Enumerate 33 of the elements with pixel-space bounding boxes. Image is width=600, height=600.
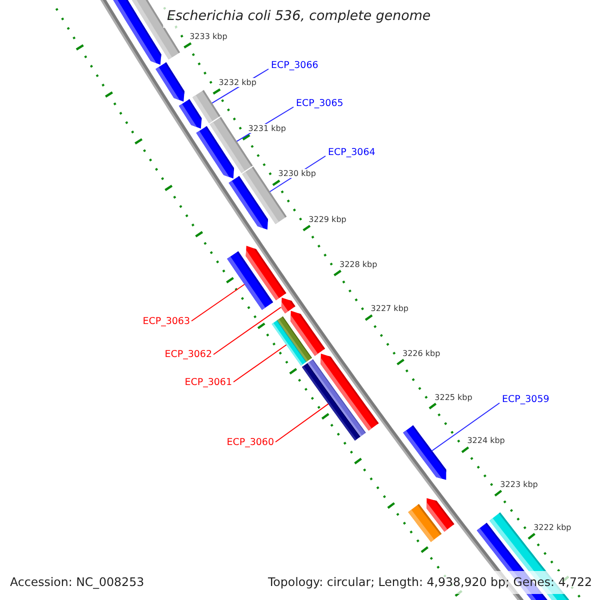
gene-bar: [227, 251, 274, 310]
leader-line: [432, 402, 500, 452]
tick-label: 3231 kbp: [248, 124, 286, 133]
tick-label: 3229 kbp: [308, 214, 346, 224]
gene-bar: [301, 359, 366, 441]
leader-line: [275, 403, 329, 442]
tick-label: 3222 kbp: [534, 522, 572, 532]
tick-label: 3233 kbp: [190, 32, 228, 41]
tick-label: 3227 kbp: [370, 304, 408, 314]
gene-label: ECP_3064: [328, 146, 376, 158]
tick-label: 3224 kbp: [467, 436, 505, 446]
gene-label: ECP_3065: [296, 98, 344, 108]
tick-label: 3232 kbp: [218, 78, 256, 87]
gene-bar: [408, 503, 442, 543]
gene-label: ECP_3060: [226, 436, 274, 448]
gene-label: ECP_3063: [142, 316, 190, 326]
tick-label: 3228 kbp: [340, 260, 378, 269]
gene-bar: [271, 316, 312, 366]
leader-line: [233, 344, 287, 382]
tick-label: 3230 kbp: [278, 169, 316, 178]
gene-bar: [192, 90, 221, 124]
tick-label: 3225 kbp: [434, 392, 472, 402]
gene-label: ECP_3066: [271, 60, 318, 70]
leader-line: [191, 284, 245, 322]
tick-label: 3226 kbp: [402, 348, 440, 358]
leader-line: [213, 306, 282, 355]
gene-label: ECP_3062: [164, 349, 212, 360]
gene-label: ECP_3059: [502, 394, 550, 404]
pointed-gene-bar: [403, 425, 447, 480]
pointed-gene-bar: [281, 297, 296, 314]
pointed-gene-bar: [155, 62, 185, 102]
gene-label: ECP_3061: [184, 376, 232, 388]
tick-label: 3223 kbp: [500, 480, 538, 489]
